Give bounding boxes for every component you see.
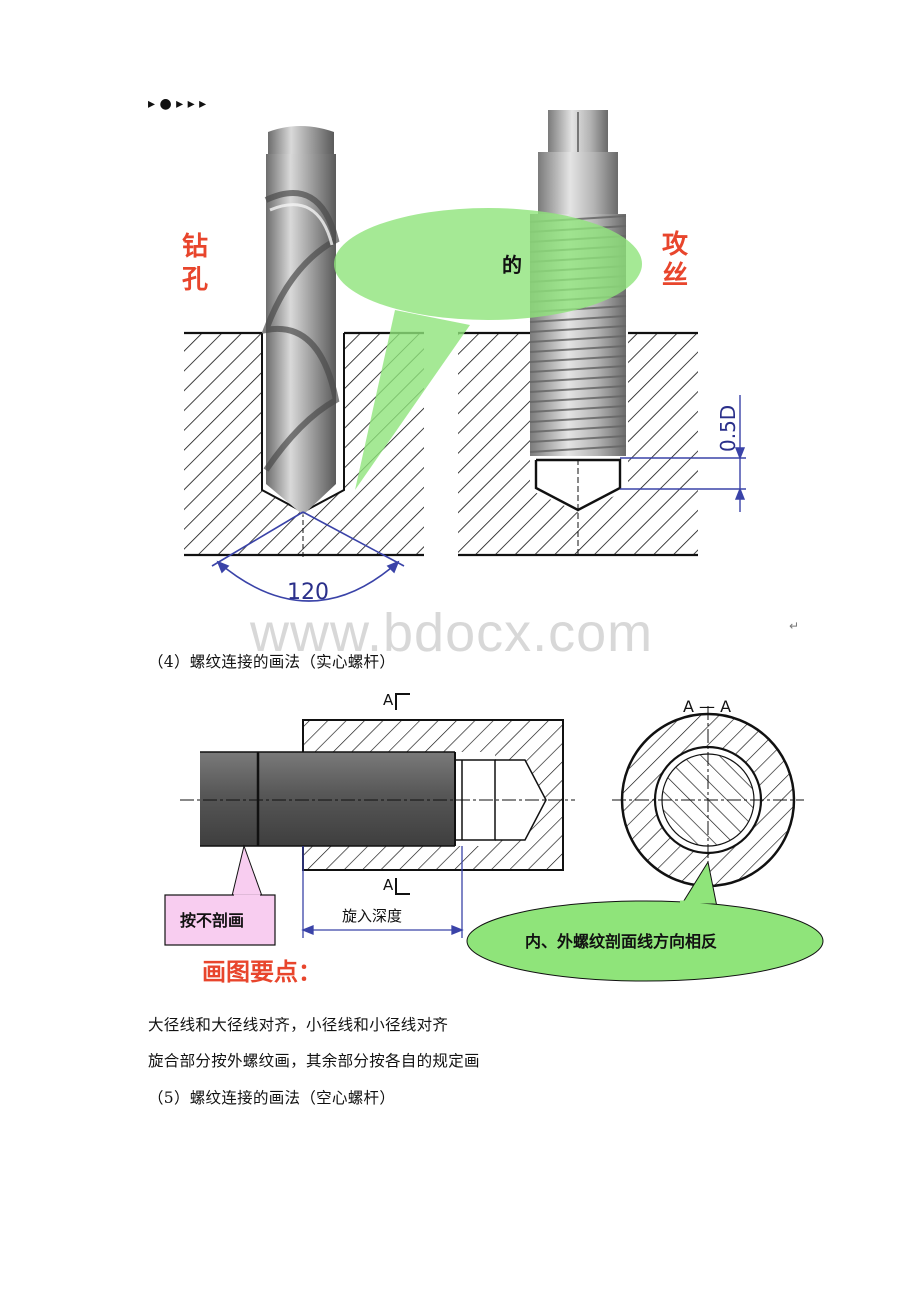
angle-dimension [211,511,405,602]
svg-text:A: A [383,876,394,894]
note-2: 旋合部分按外螺纹画，其余部分按各自的规定画 [148,1052,480,1070]
watermark: www.bdocx.com [250,603,654,663]
caption-5: （5）螺纹连接的画法（空心螺杆） [148,1089,396,1107]
drill-bit [261,126,340,515]
label-drill-1: 钻 [182,232,208,262]
bolt [200,751,547,847]
callout-no-section: 按不剖画 [164,844,276,946]
drawing-points-title: 画图要点： [202,958,322,986]
return-mark: ↵ [789,619,800,633]
top-marks: ▸ ● ▸ ▸ ▸ [148,96,206,112]
engagement-label: 旋入深度 [342,907,402,925]
thread-connection-figure: A A 旋入深度 按不剖画 A — A 内、外螺纹剖面线方向相反 画图要点 [164,691,824,986]
bubble-text: 的 [502,253,522,277]
callout-hatch-direction: 内、外螺纹剖面线方向相反 [466,860,824,982]
label-tap-1: 攻 [662,230,689,260]
drill-tap-figure: ▸ ● ▸ ▸ ▸ [148,96,746,605]
caption-4: （4）螺纹连接的画法（实心螺杆） [148,653,396,671]
section-view-title: A — A [683,697,731,716]
svg-text:按不剖画: 按不剖画 [180,911,244,930]
depth-dimension [620,395,746,512]
label-drill-2: 孔 [182,265,208,295]
svg-text:A: A [383,691,394,709]
angle-label: 120 [287,580,329,605]
speech-bubble: 的 [334,208,642,490]
engagement-dimension [301,846,464,938]
svg-text:内、外螺纹剖面线方向相反: 内、外螺纹剖面线方向相反 [525,932,717,951]
section-mark-bottom: A [383,876,410,895]
label-tap-2: 丝 [662,261,688,291]
note-1: 大径线和大径线对齐，小径线和小径线对齐 [148,1016,449,1034]
section-mark-top: A [383,691,410,710]
depth-label: 0.5D [716,405,740,452]
